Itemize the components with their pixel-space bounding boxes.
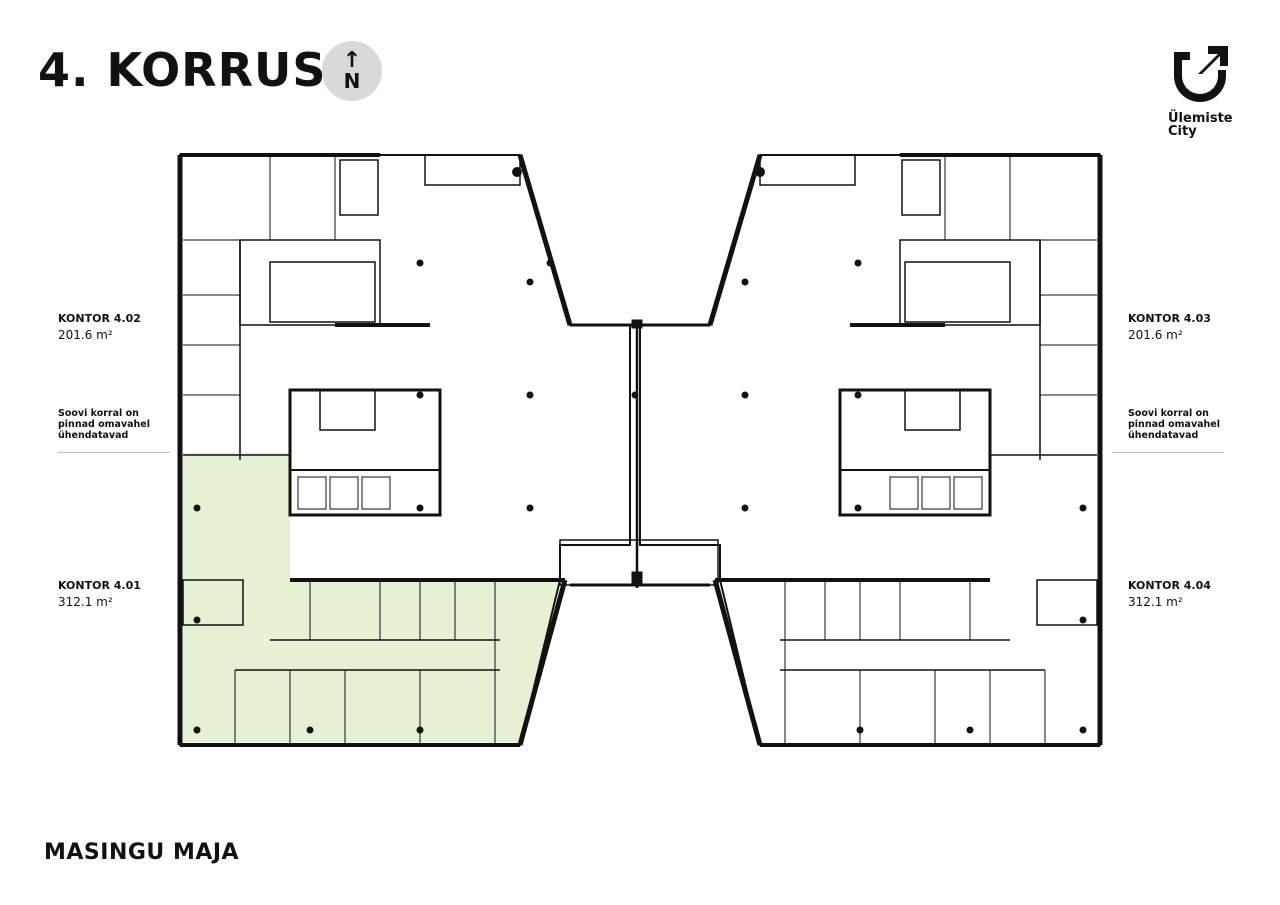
office-4-03-area: 201.6 m²	[1128, 328, 1183, 342]
north-arrow-icon: ↑	[342, 48, 362, 73]
right-connection-note: Soovi korral on pinnad omavahel ühendata…	[1128, 408, 1220, 441]
central-atrium	[559, 319, 719, 588]
ulemiste-city-logo: Ülemiste City	[1168, 40, 1240, 138]
office-4-01-area: 312.1 m²	[58, 595, 113, 609]
logo-text-line1: Ülemiste	[1168, 111, 1233, 126]
right-wing	[639, 153, 1103, 747]
office-4-01-label: KONTOR 4.01	[58, 579, 141, 592]
office-4-01-highlight	[183, 453, 560, 742]
structural-columns	[193, 167, 1087, 734]
logo-mark-icon	[1174, 46, 1228, 102]
page-title: 4. KORRUS	[38, 43, 327, 97]
note-line-1: Soovi korral on	[58, 408, 139, 419]
office-4-02-area: 201.6 m²	[58, 328, 113, 342]
left-note-divider	[58, 452, 170, 453]
office-4-04-area: 312.1 m²	[1128, 595, 1183, 609]
left-wing	[177, 153, 631, 747]
office-4-04-label: KONTOR 4.04	[1128, 579, 1211, 592]
office-4-03-label: KONTOR 4.03	[1128, 312, 1211, 325]
office-4-02-label: KONTOR 4.02	[58, 312, 141, 325]
right-note-divider	[1112, 452, 1224, 453]
north-indicator: ↑ N	[322, 41, 382, 101]
left-connection-note: Soovi korral on pinnad omavahel ühendata…	[58, 408, 150, 441]
note-line-1: Soovi korral on	[1128, 408, 1209, 419]
logo-text-line2: City	[1168, 124, 1197, 139]
building-name: MASINGU MAJA	[44, 840, 240, 865]
note-line-2: pinnad omavahel	[58, 419, 151, 430]
north-letter: N	[343, 69, 361, 93]
note-line-3: ühendatavad	[58, 430, 129, 441]
note-line-3: ühendatavad	[1128, 430, 1199, 441]
note-line-2: pinnad omavahel	[1128, 419, 1221, 430]
